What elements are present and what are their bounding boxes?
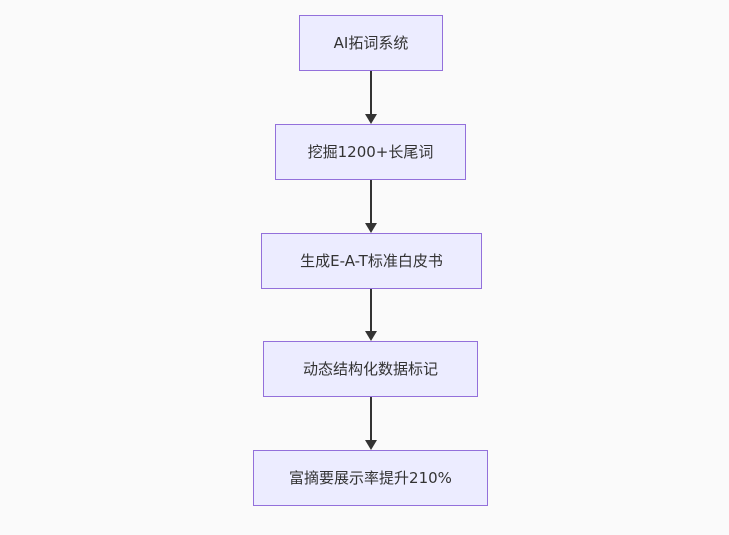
arrow-down-icon: [364, 223, 377, 233]
node-label: AI拓词系统: [333, 34, 409, 52]
arrow-line: [369, 71, 372, 114]
flow-arrow: [364, 71, 377, 124]
node-rich-snippet-uplift: 富摘要展示率提升210%: [253, 450, 488, 506]
node-label: 挖掘1200+长尾词: [307, 143, 434, 161]
node-label: 富摘要展示率提升210%: [289, 469, 452, 487]
arrow-line: [369, 397, 372, 440]
node-label: 动态结构化数据标记: [302, 360, 438, 378]
flow-arrow: [364, 289, 377, 341]
arrow-line: [369, 180, 372, 223]
node-label: 生成E-A-T标准白皮书: [300, 252, 443, 270]
node-structured-data-markup: 动态结构化数据标记: [263, 341, 478, 397]
arrow-down-icon: [364, 114, 377, 124]
flow-arrow: [364, 397, 377, 450]
node-longtail-mining: 挖掘1200+长尾词: [275, 124, 466, 180]
flow-arrow: [364, 180, 377, 233]
node-eat-whitepaper: 生成E-A-T标准白皮书: [261, 233, 482, 289]
arrow-line: [369, 289, 372, 331]
arrow-down-icon: [364, 440, 377, 450]
node-ai-keyword-system: AI拓词系统: [299, 15, 443, 71]
arrow-down-icon: [364, 331, 377, 341]
